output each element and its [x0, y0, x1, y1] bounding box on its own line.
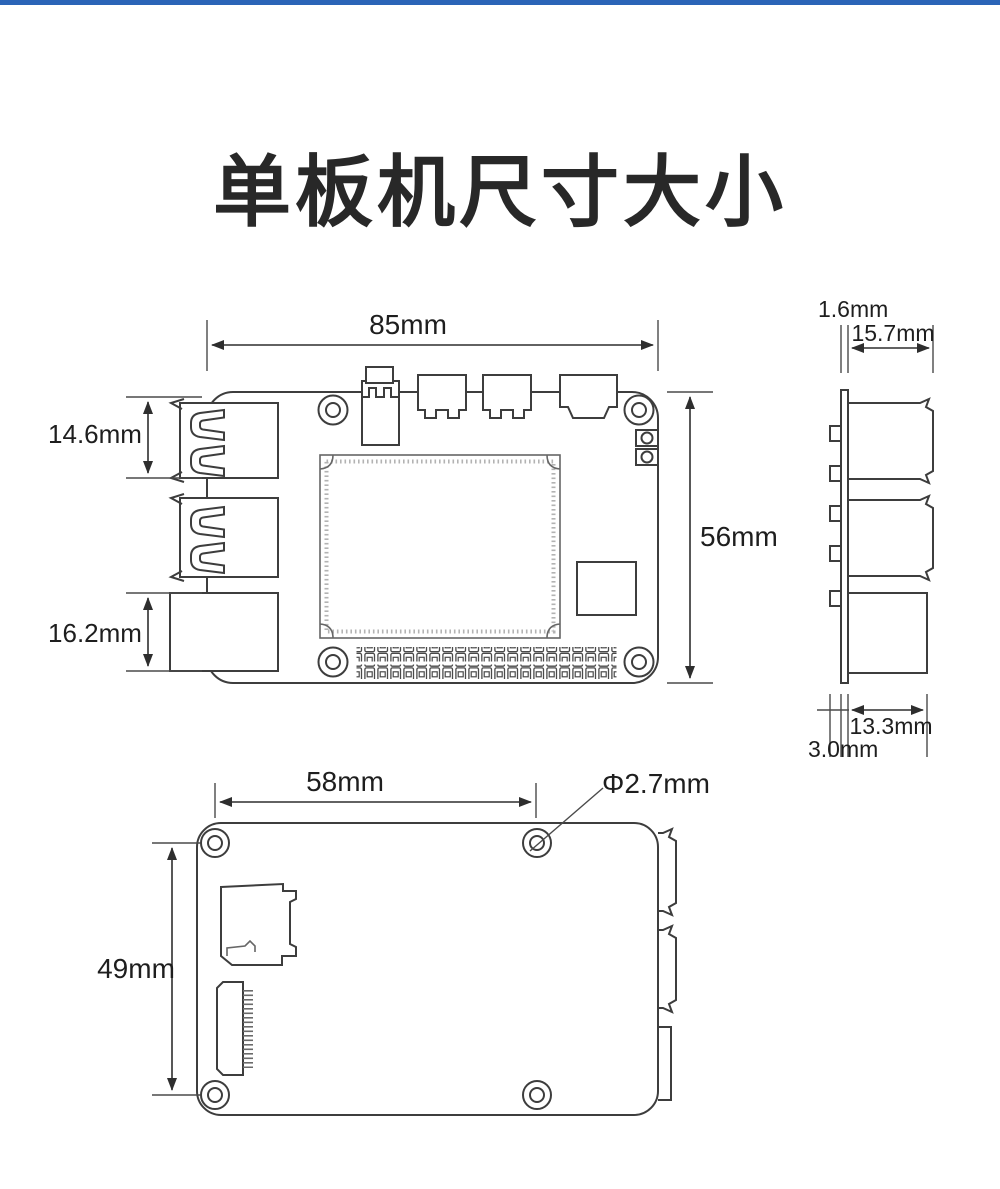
- usb-port-lower: [168, 493, 279, 582]
- dimension-board-width: 85mm: [206, 309, 659, 371]
- dim-label-pin-length: 3.0mm: [808, 736, 878, 762]
- audio-jack: [361, 366, 400, 446]
- mounting-hole: [623, 646, 655, 678]
- mounting-hole: [623, 394, 655, 426]
- dimension-usb-depth: 15.7mm: [851, 320, 935, 373]
- ethernet-profile: [847, 592, 928, 674]
- dimension-board-thickness: 1.6mm: [818, 296, 888, 373]
- hdmi-port: [559, 374, 618, 419]
- dim-label-usb-depth: 15.7mm: [851, 320, 934, 346]
- ethernet-port: [169, 592, 279, 672]
- mounting-hole: [200, 828, 230, 858]
- usb-profile-lower: [848, 494, 934, 582]
- led-pads: [635, 429, 659, 466]
- gpio-header: [356, 647, 617, 679]
- micro-usb-port-2: [482, 374, 532, 419]
- mounting-hole: [522, 1080, 552, 1110]
- dimension-hole-spacing-x: 58mm: [214, 766, 537, 818]
- usb-bump-lower: [658, 924, 677, 1014]
- board-outline-bottom-view: [196, 822, 659, 1116]
- micro-usb-port-1: [417, 374, 467, 419]
- dim-label-hole-diameter: Φ2.7mm: [602, 768, 710, 799]
- usb-bump-upper: [658, 827, 677, 917]
- mounting-hole-with-callout: [522, 787, 604, 858]
- ethernet-bump: [658, 1026, 672, 1101]
- dim-label-board-width: 85mm: [369, 309, 447, 340]
- microsd-slot: [220, 882, 297, 966]
- soc-chip: [319, 454, 561, 639]
- page-title: 单板机尺寸大小: [212, 148, 787, 236]
- dim-label-hole-spacing-y: 49mm: [97, 953, 175, 984]
- mounting-hole: [200, 1080, 230, 1110]
- top-accent-bar: [0, 0, 1000, 5]
- bottom-view: 58mm 49mm Φ2.7mm: [97, 766, 710, 1116]
- dimension-hole-spacing-y: 49mm: [97, 842, 200, 1096]
- dimension-ethernet-height: 16.2mm: [48, 592, 202, 672]
- through-hole-pins: [829, 425, 842, 607]
- dim-label-ethernet-depth: 13.3mm: [849, 713, 932, 739]
- mounting-hole: [317, 646, 349, 678]
- memory-chip: [576, 561, 637, 616]
- usb-port-upper: [168, 398, 279, 483]
- dim-label-usb-height: 14.6mm: [48, 419, 142, 449]
- dimension-board-height: 56mm: [667, 391, 778, 684]
- usb-profile-upper: [848, 397, 934, 485]
- side-view: 1.6mm 15.7mm 13.3mm 3.0mm: [808, 296, 935, 762]
- mounting-hole: [317, 394, 349, 426]
- board-edge-profile: [840, 389, 849, 684]
- hole-diameter-leader-line: [529, 787, 604, 852]
- dimension-ethernet-depth: 13.3mm 3.0mm: [808, 694, 933, 762]
- dimension-usb-height: 14.6mm: [48, 396, 202, 479]
- dim-label-ethernet-height: 16.2mm: [48, 618, 142, 648]
- top-view: 85mm 56mm 14.6mm 16.2mm: [48, 309, 778, 684]
- dim-label-hole-spacing-x: 58mm: [306, 766, 384, 797]
- dim-label-board-height: 56mm: [700, 521, 778, 552]
- fpc-connector: [216, 981, 253, 1076]
- dim-label-thickness: 1.6mm: [818, 296, 888, 322]
